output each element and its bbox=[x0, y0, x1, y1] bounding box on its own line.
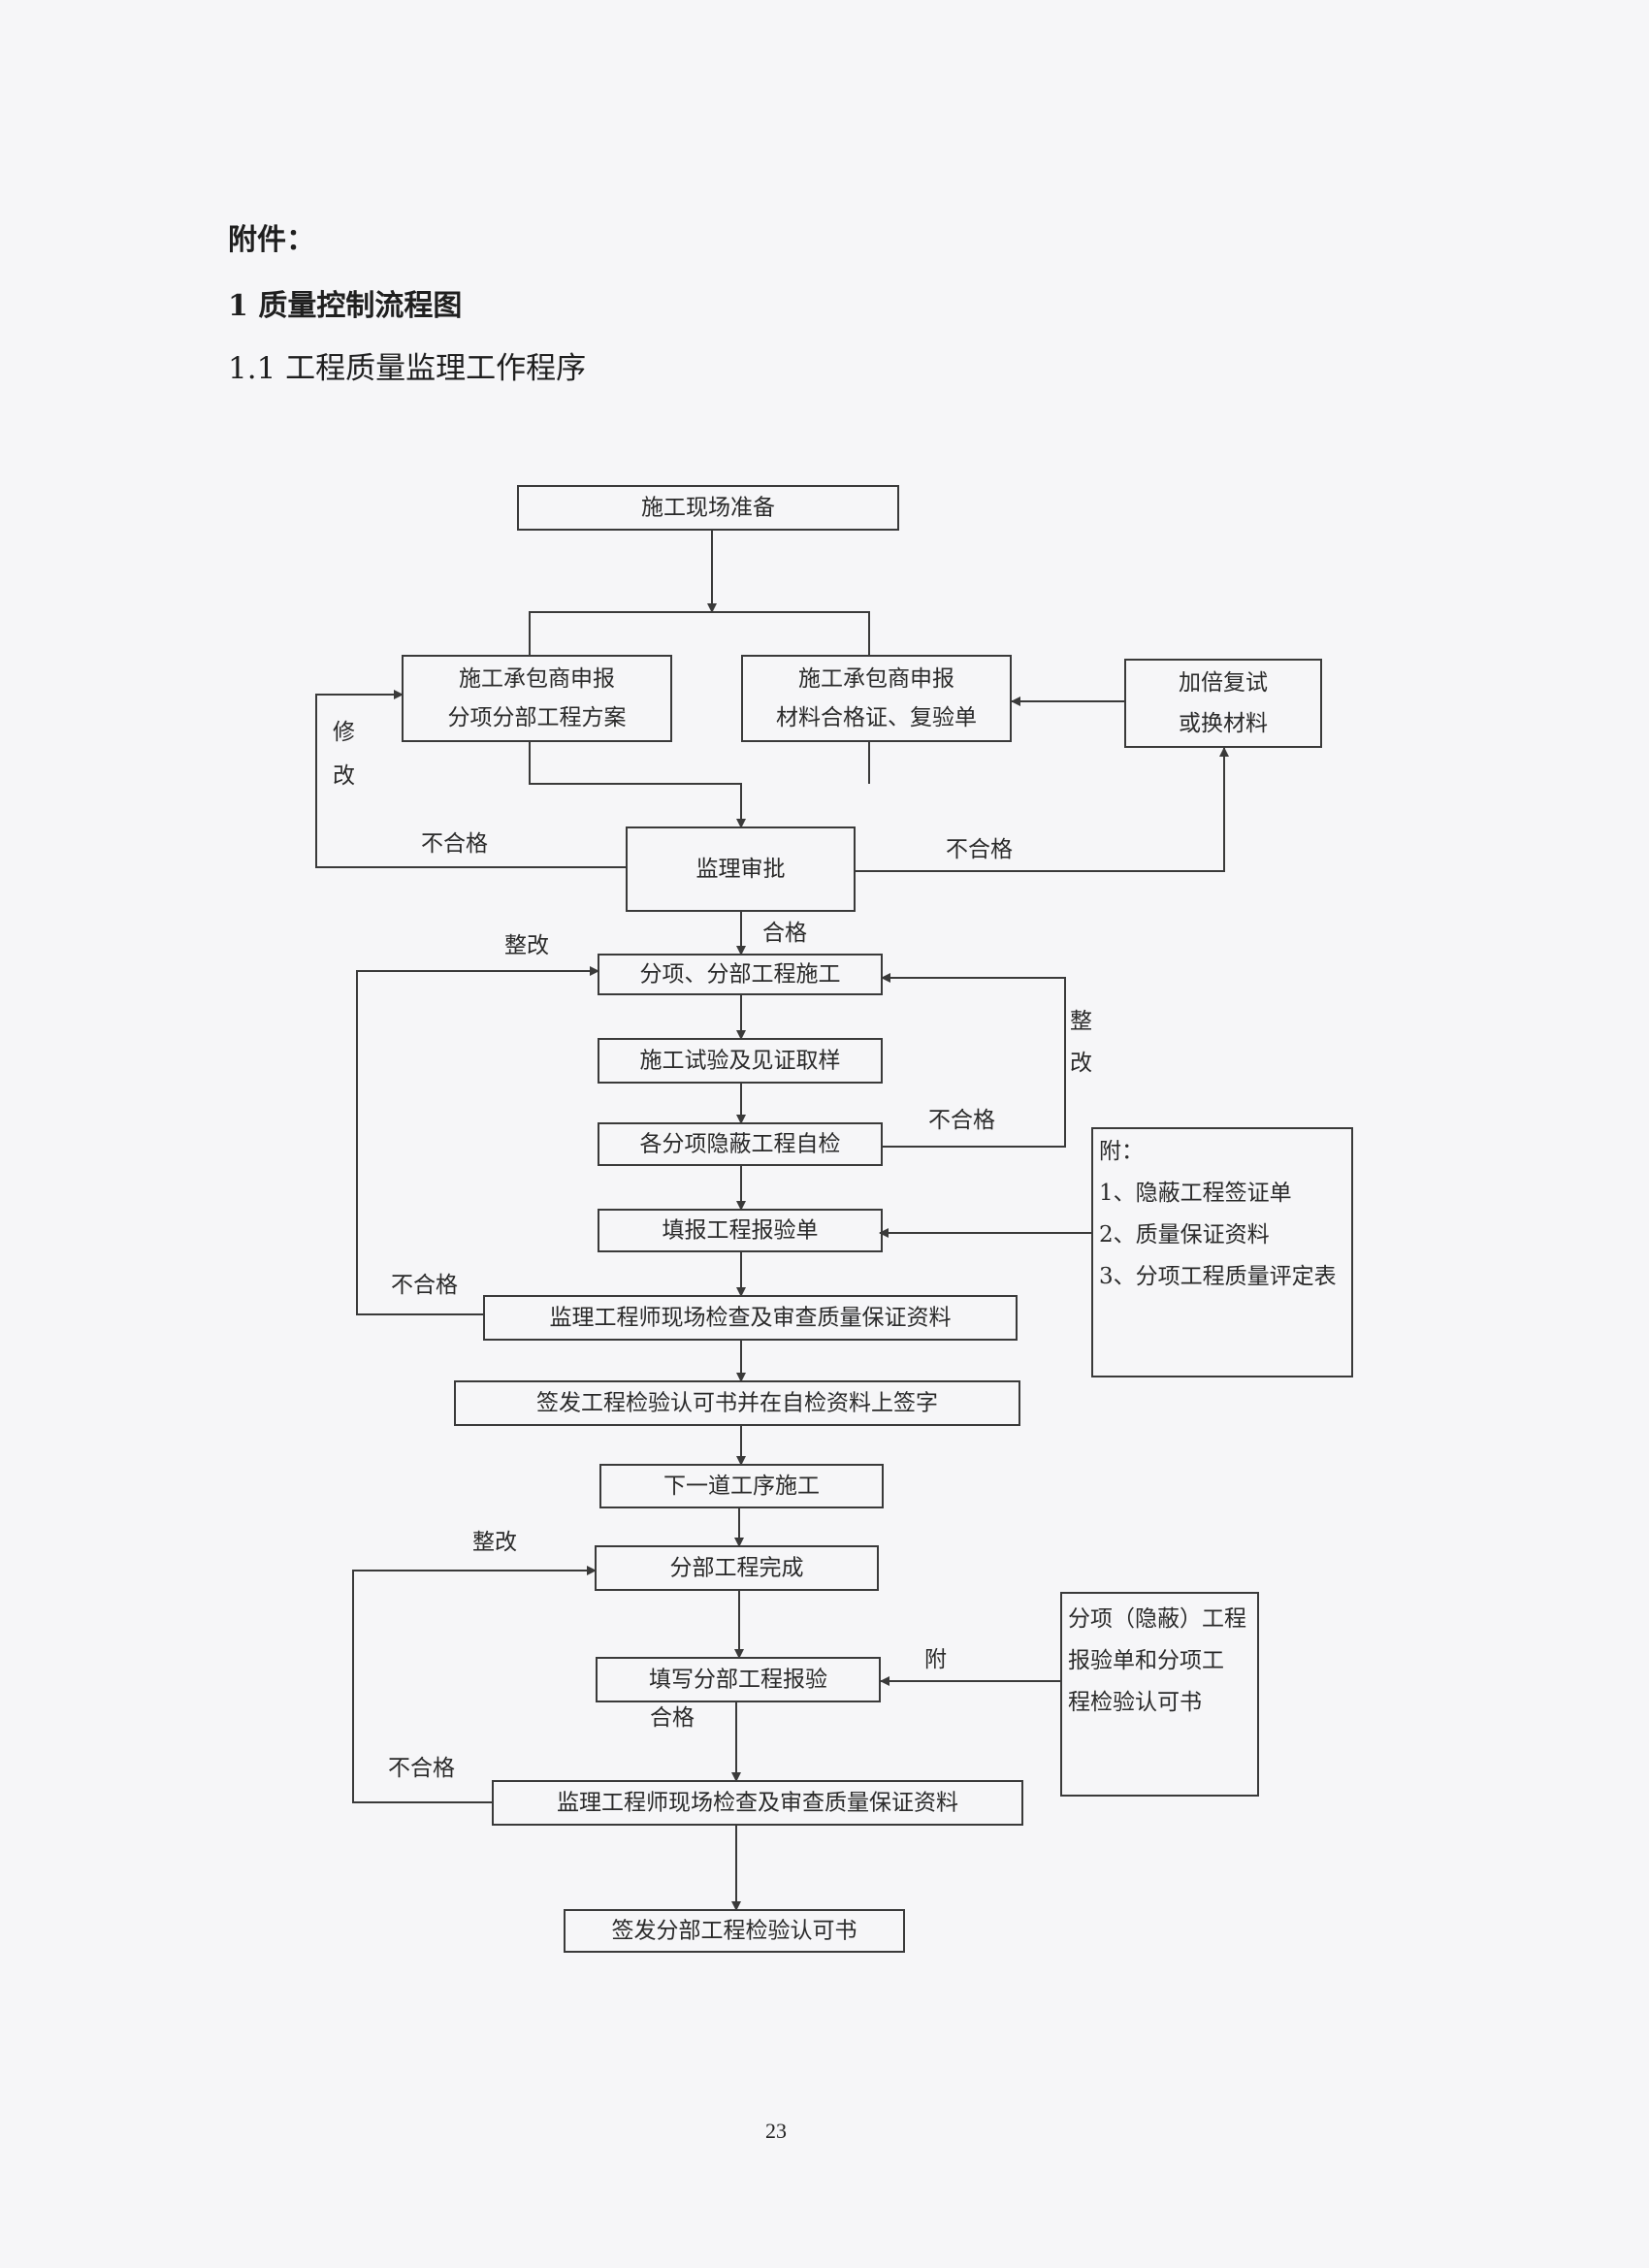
flow-node-label: 施工现场准备 bbox=[641, 496, 775, 521]
flow-node-fill-report: 填报工程报验单 bbox=[598, 1209, 883, 1252]
flow-connector bbox=[315, 690, 627, 868]
edge-label-fail-5: 不合格 bbox=[388, 1756, 455, 1781]
flow-connector bbox=[356, 966, 599, 1315]
edge-label-rectify-2a: 整 bbox=[1070, 1009, 1092, 1034]
flow-node-label: 填报工程报验单 bbox=[663, 1218, 819, 1244]
edge-label-rectify-2b: 改 bbox=[1070, 1051, 1092, 1076]
flow-node-label: 监理审批 bbox=[696, 857, 786, 882]
subsection-heading: 1.1 工程质量监理工作程序 bbox=[228, 351, 587, 386]
flow-connector bbox=[529, 611, 870, 656]
flow-node-sampling: 施工试验及见证取样 bbox=[598, 1038, 883, 1084]
flow-connector bbox=[855, 747, 1229, 872]
flow-node-label: 施工承包商申报 bbox=[459, 666, 615, 692]
edge-label-rectify-1: 整改 bbox=[504, 933, 549, 958]
flow-node-label: 监理工程师现场检查及审查质量保证资料 bbox=[557, 1791, 958, 1816]
edge-label-modify-b: 改 bbox=[333, 763, 355, 789]
edge-label-attach-mark: 附 bbox=[924, 1647, 947, 1672]
edge-label-rectify-3: 整改 bbox=[472, 1530, 517, 1555]
edge-label-fail-left: 不合格 bbox=[421, 831, 488, 857]
attachment-note-line: 附： bbox=[1099, 1139, 1144, 1164]
flow-node-label: 施工试验及见证取样 bbox=[640, 1049, 841, 1074]
attachment-note-line: 报验单和分项工 bbox=[1068, 1648, 1224, 1673]
flow-node-label: 填写分部工程报验 bbox=[649, 1668, 827, 1693]
edge-label-fail-4: 不合格 bbox=[391, 1273, 458, 1298]
attachment-note-line: 1、隐蔽工程签证单 bbox=[1099, 1181, 1292, 1206]
flow-node-inspect-2: 监理工程师现场检查及审查质量保证资料 bbox=[492, 1780, 1023, 1826]
flow-node-label: 分项、分部工程施工 bbox=[640, 962, 841, 988]
flow-node-certify-2: 签发分部工程检验认可书 bbox=[564, 1909, 905, 1953]
flow-connector bbox=[529, 741, 746, 828]
flow-node-label: 分项分部工程方案 bbox=[448, 705, 627, 730]
section-heading: 1 质量控制流程图 bbox=[228, 289, 463, 323]
flow-node-inspect-1: 监理工程师现场检查及审查质量保证资料 bbox=[483, 1295, 1018, 1341]
flow-node-review: 监理审批 bbox=[626, 826, 856, 912]
attachment-note-line: 3、分项工程质量评定表 bbox=[1099, 1264, 1337, 1289]
attachment-note-line: 2、质量保证资料 bbox=[1099, 1222, 1270, 1247]
flow-node-label: 签发分部工程检验认可书 bbox=[612, 1919, 857, 1944]
flow-node-label: 各分项隐蔽工程自检 bbox=[640, 1132, 841, 1157]
flow-node-self-check: 各分项隐蔽工程自检 bbox=[598, 1122, 883, 1166]
flow-node-label: 加倍复试 bbox=[1179, 670, 1268, 696]
flow-node-label: 分部工程完成 bbox=[670, 1556, 804, 1581]
attachment-note-line: 程检验认可书 bbox=[1068, 1690, 1202, 1715]
edge-label-fail-3: 不合格 bbox=[928, 1108, 995, 1133]
edge-label-pass-2: 合格 bbox=[650, 1705, 695, 1731]
flow-node-label: 监理工程师现场检查及审查质量保证资料 bbox=[550, 1306, 952, 1331]
flow-node-label: 签发工程检验认可书并在自检资料上签字 bbox=[536, 1391, 938, 1416]
flow-node-label: 施工承包商申报 bbox=[798, 666, 954, 692]
flow-node-division-done: 分部工程完成 bbox=[595, 1545, 879, 1591]
attachment-note-attach-1: 附： 1、隐蔽工程签证单 2、质量保证资料 3、分项工程质量评定表 bbox=[1091, 1127, 1353, 1377]
page-number: 23 bbox=[765, 2119, 787, 2143]
flow-connector bbox=[881, 973, 1066, 1148]
flow-node-label: 材料合格证、复验单 bbox=[776, 705, 977, 730]
flow-node-construction: 分项、分部工程施工 bbox=[598, 954, 883, 995]
flow-node-next-process: 下一道工序施工 bbox=[599, 1464, 884, 1508]
flow-node-certify-1: 签发工程检验认可书并在自检资料上签字 bbox=[454, 1380, 1020, 1426]
edge-label-fail-right: 不合格 bbox=[946, 837, 1013, 862]
flow-node-label: 下一道工序施工 bbox=[663, 1474, 820, 1499]
flow-node-label: 或换材料 bbox=[1179, 711, 1268, 736]
flow-node-site-prep: 施工现场准备 bbox=[517, 485, 899, 531]
edge-label-modify-a: 修 bbox=[333, 720, 355, 745]
attachment-note-line: 分项（隐蔽）工程 bbox=[1068, 1606, 1246, 1632]
annex-heading: 附件： bbox=[228, 223, 315, 257]
flow-connector bbox=[352, 1566, 597, 1803]
edge-label-pass-1: 合格 bbox=[762, 921, 807, 946]
flow-node-division-report: 填写分部工程报验 bbox=[596, 1657, 881, 1702]
